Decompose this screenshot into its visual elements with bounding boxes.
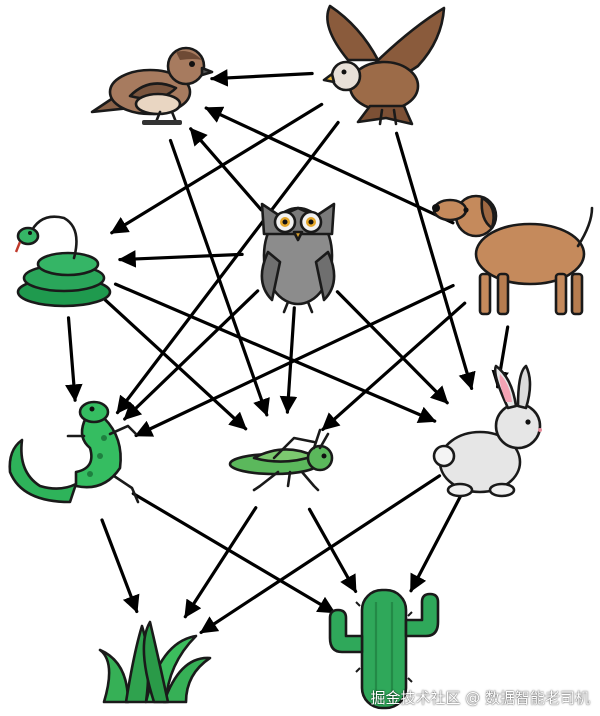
arrow-snake-to-grasshopper xyxy=(103,298,248,431)
snake-icon xyxy=(14,215,112,308)
arrow-eagle-to-lizard xyxy=(115,120,340,415)
arrow-grasshopper-to-cactus xyxy=(307,507,358,594)
arrow-snake-to-rabbit xyxy=(113,282,437,423)
arrow-rabbit-to-cactus xyxy=(409,493,463,593)
owl-icon xyxy=(260,202,336,314)
arrow-dog-to-sparrow xyxy=(204,106,455,225)
arrow-sparrow-to-grasshopper xyxy=(168,138,270,417)
arrow-owl-to-snake xyxy=(118,250,244,268)
arrow-eagle-to-rabbit xyxy=(395,131,476,391)
watermark: 掘金技术社区 @ 数据智能老司机 xyxy=(370,689,590,707)
arrow-eagle-to-snake xyxy=(110,102,324,235)
edge-layer xyxy=(65,69,510,635)
arrow-lizard-to-grass xyxy=(100,518,140,614)
arrow-snake-to-lizard xyxy=(65,316,83,402)
arrow-owl-to-sparrow xyxy=(189,127,263,212)
arrow-eagle-to-sparrow xyxy=(210,69,314,87)
grasshopper-icon xyxy=(228,428,334,492)
arrow-grasshopper-to-grass xyxy=(183,506,258,619)
sparrow-icon xyxy=(90,46,214,125)
lizard-icon xyxy=(8,400,140,504)
arrow-rabbit-to-grass xyxy=(199,474,442,635)
arrow-dog-to-grasshopper xyxy=(321,301,467,431)
dog-icon xyxy=(432,194,594,316)
arrow-owl-to-lizard xyxy=(123,289,260,421)
rabbit-icon xyxy=(432,364,542,498)
grass-icon xyxy=(98,620,212,704)
arrow-lizard-to-cactus xyxy=(131,492,336,615)
cactus-icon xyxy=(328,588,440,710)
arrow-owl-to-rabbit xyxy=(335,290,449,405)
eagle-icon xyxy=(322,4,446,126)
